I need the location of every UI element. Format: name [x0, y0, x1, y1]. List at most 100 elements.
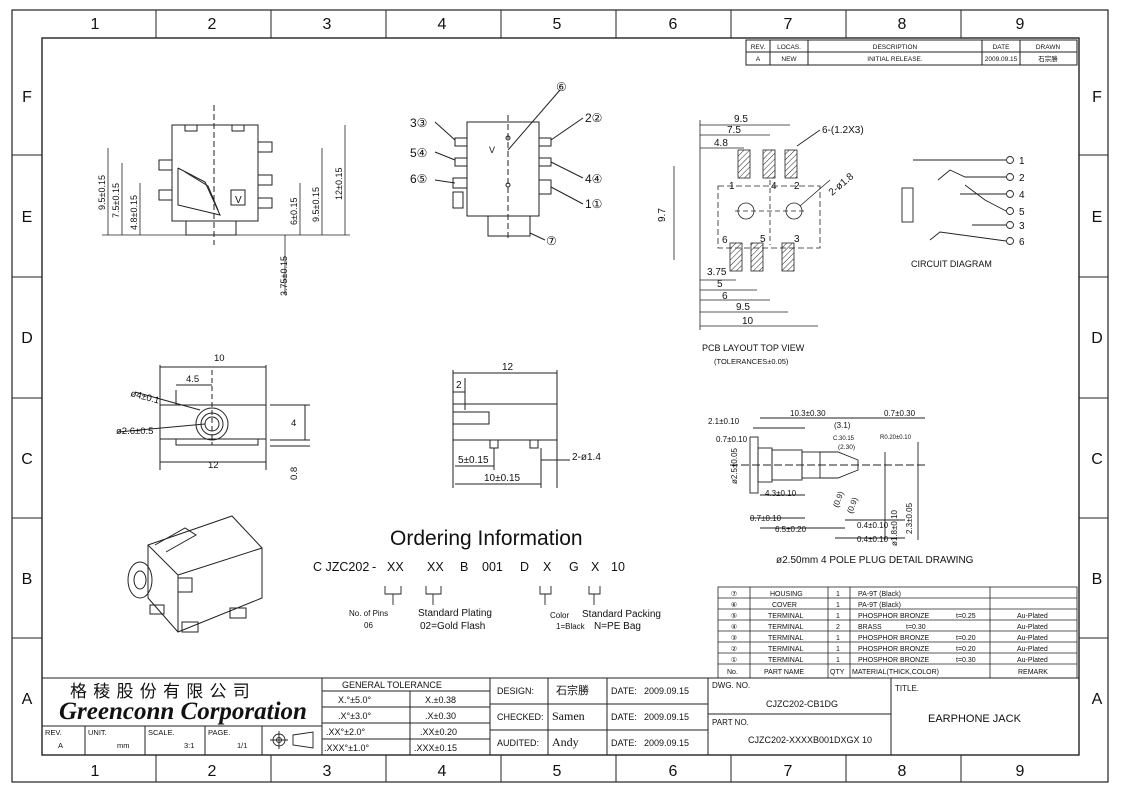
dim-label: 0.4±0.10 [857, 535, 889, 544]
pcb-layout [673, 120, 831, 330]
dim-label: 3.75±0.15 [279, 256, 289, 296]
rev-header: DATE [993, 44, 1011, 51]
col-label: 7 [784, 763, 793, 780]
dim-label: 5 [717, 279, 723, 290]
row-label: E [22, 209, 33, 226]
front-view [117, 365, 310, 470]
bom-remark: Au-Plated [1017, 624, 1048, 631]
dwg-number: CJZC202-CB1DG [766, 699, 838, 709]
sign-date-label: DATE: [611, 738, 637, 748]
row-label: C [21, 451, 33, 468]
bom-header: PART NAME [764, 669, 804, 676]
plating-value: 02=Gold Flash [420, 621, 485, 632]
row-label: C [1091, 451, 1103, 468]
bom-thick: t=0.25 [956, 613, 976, 620]
dim-label: 9.5 [734, 114, 748, 125]
side-view-dims [102, 125, 350, 295]
sign-name: 石宗勝 [556, 683, 589, 697]
col-label: 6 [669, 16, 678, 33]
dim-label: 12 [208, 460, 219, 471]
bom-qty: 1 [836, 635, 840, 642]
unit-label: UNIT. [88, 728, 107, 737]
ordering-notes: No. of Pins 06 Standard Plating 02=Gold … [349, 608, 661, 632]
bom-header: No. [727, 669, 738, 676]
row-labels-left: F E D C B A [21, 89, 33, 708]
revision-table: REV. LOCAS. DESCRIPTION DATE DRAWN A NEW… [745, 39, 1078, 66]
col-label: 1 [91, 16, 100, 33]
dim-label: 2 [456, 380, 462, 391]
tol-linear: .XXX±0.15 [414, 743, 457, 753]
bom-header: MATERIAL(THICK,COLOR) [852, 669, 939, 676]
side-view [158, 105, 273, 245]
bom-part: TERMINAL [768, 613, 804, 620]
dim-label: 10.3±0.30 [790, 409, 826, 418]
dim-label: 2.3±0.05 [905, 502, 914, 534]
row-label: D [21, 330, 33, 347]
dim-label: 4.5 [186, 374, 199, 385]
top-view-labels: 3③ 5④ 6⑤ 2② 4④ 1① ⑥ ⑦ [410, 80, 602, 248]
bom-thick: t=0.30 [956, 657, 976, 664]
packing-label: Standard Packing [582, 609, 661, 620]
rev-cell: INITIAL RELEASE. [867, 56, 923, 63]
scale-label: SCALE. [148, 728, 175, 737]
dim-label: 2.1±0.10 [708, 417, 740, 426]
col-label: 4 [438, 16, 447, 33]
col-label: 5 [553, 763, 562, 780]
sign-date-label: DATE: [611, 686, 637, 696]
packing-value: N=PE Bag [594, 621, 641, 632]
pcb-pin: 5 [760, 234, 766, 245]
circuit-title: CIRCUIT DIAGRAM [911, 259, 992, 269]
bom-rows: ⑦ HOUSING 1 PA-9T (Black) ⑥ COVER 1 PA-9… [727, 590, 1048, 676]
color-value: 1=Black [556, 622, 586, 631]
dim-label: 4 [291, 418, 296, 429]
sign-name: Andy [552, 735, 579, 749]
tol-linear: .X±0.30 [425, 711, 456, 721]
pin-label: ⑥ [556, 80, 567, 94]
pcb-tolerance: (TOLERANCES±0.05) [714, 357, 789, 366]
col-label: 9 [1016, 16, 1025, 33]
dim-label: 0.8 [289, 467, 300, 480]
dim-label: 7.5±0.15 [111, 183, 121, 218]
dim-label: (2.30) [838, 444, 855, 451]
drawing-numbers: DWG. NO. CJZC202-CB1DG PART NO. CJZC202-… [712, 681, 1022, 745]
bom-qty: 1 [836, 591, 840, 598]
dim-label: 12 [502, 362, 514, 373]
bom-part: TERMINAL [768, 657, 804, 664]
dim-label: (0.9) [845, 496, 859, 515]
bom-remark: Au-Plated [1017, 657, 1048, 664]
page-value: 1/1 [237, 741, 247, 750]
rev-header: REV. [751, 44, 766, 51]
pcb-pin: 3 [794, 234, 800, 245]
bom-part: TERMINAL [768, 646, 804, 653]
dim-label: 6-(1.2X3) [822, 125, 864, 136]
tol-linear: X.±0.38 [425, 695, 456, 705]
plug-dims: 2.1±0.10 0.7±0.10 10.3±0.30 (3.1) 0.7±0.… [708, 409, 916, 546]
pin-label: 4④ [585, 172, 602, 186]
dim-label: 6 [722, 291, 728, 302]
col-label: 6 [669, 763, 678, 780]
rev-cell: A [756, 56, 761, 63]
dim-label: (0.9) [831, 490, 845, 509]
tolerance-block: GENERAL TOLERANCE X.°±5.0° X.±0.38 .X°±3… [324, 680, 457, 753]
zone-ticks [12, 10, 1108, 782]
bom-remark: Au-Plated [1017, 635, 1048, 642]
dim-label: 3.75 [707, 267, 727, 278]
company-name-cn: 格 稜 股 份 有 限 公 司 [70, 682, 251, 701]
column-labels-top: 1 2 3 4 5 6 7 8 9 [91, 16, 1025, 33]
row-label: F [1092, 89, 1102, 106]
circuit-pin: 4 [1019, 190, 1025, 201]
title-block-small: REV. A UNIT. mm SCALE. 3:1 PAGE. 1/1 [45, 728, 247, 750]
bom-no: ⑤ [731, 612, 737, 620]
plug-detail [730, 417, 925, 540]
bom-remark: Au-Plated [1017, 646, 1048, 653]
pin-label: 5④ [410, 146, 427, 160]
code-part: X [543, 560, 552, 574]
dim-label: ø1.8±0.10 [890, 509, 899, 546]
bom-no: ⑥ [731, 601, 737, 609]
bom-part: HOUSING [770, 591, 803, 598]
scale-value: 3:1 [184, 741, 194, 750]
bottom-view [452, 370, 570, 488]
dim-label: 0.7±0.10 [716, 435, 748, 444]
bom-material: PHOSPHOR BRONZE [858, 635, 930, 642]
bom-material: BRASS [858, 624, 882, 631]
